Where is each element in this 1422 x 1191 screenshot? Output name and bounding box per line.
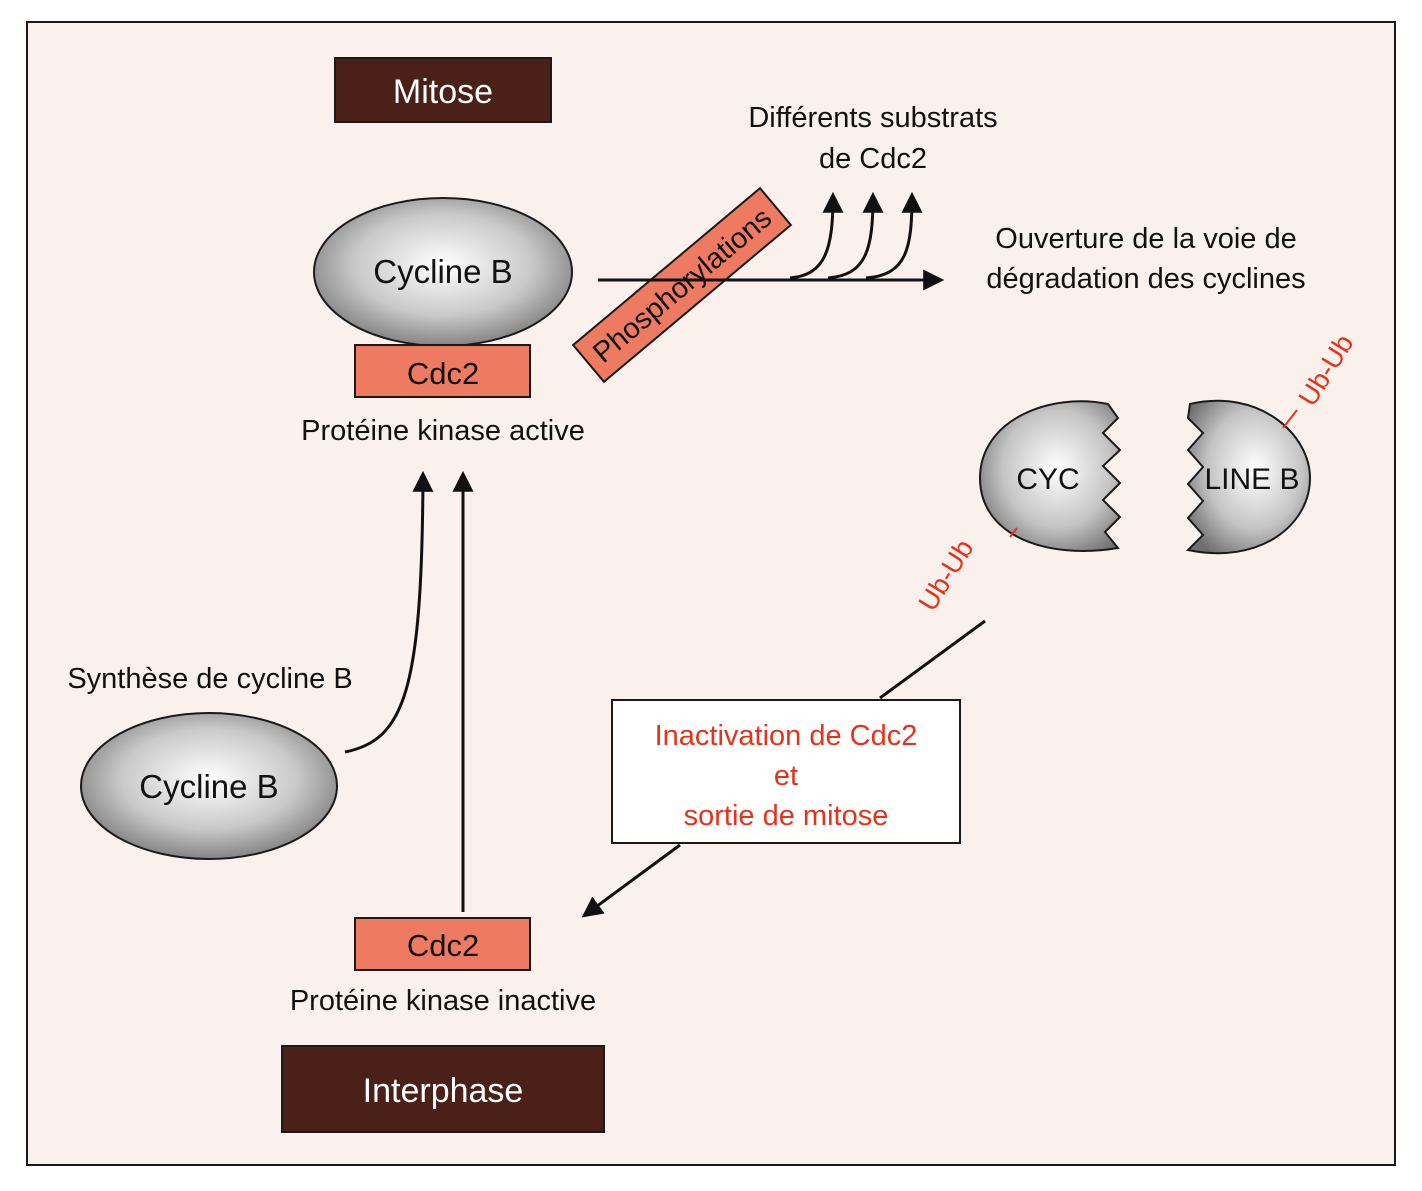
synthesis-label: Synthèse de cycline B: [67, 663, 352, 695]
mitosis-label: Mitose: [393, 73, 493, 111]
cdc2-box-active: [354, 344, 531, 398]
cdc2-label-active: Cdc2: [407, 356, 479, 391]
cyclin-b-label-new: Cycline B: [139, 768, 278, 805]
substrate-arrow-3: [865, 191, 923, 280]
inactivation-arrow: [581, 843, 681, 918]
mitosis-phase-box: Mitose: [334, 57, 552, 123]
inactive-kinase-caption: Protéine kinase inactive: [290, 985, 596, 1017]
ubiquitin-link-bottom: [1009, 527, 1018, 538]
interphase-label: Interphase: [363, 1072, 524, 1110]
active-complex: Cycline B Cdc2 Protéine kinase active: [301, 197, 585, 447]
interphase-phase-box: Interphase: [281, 1045, 605, 1133]
inactivation-line-1: Inactivation de Cdc2: [655, 720, 918, 752]
active-kinase-caption: Protéine kinase active: [301, 415, 585, 447]
synthesis-arrow: [344, 470, 434, 754]
inactivation-line-3: sortie de mitose: [684, 800, 889, 832]
degradation-to-inactivation-line: [879, 619, 986, 700]
cdc2-box-inactive: [354, 917, 531, 971]
ubiquitin-link-top: [1282, 409, 1298, 429]
substrates-line-2: de Cdc2: [819, 143, 927, 175]
substrate-arrow-2: [827, 191, 884, 280]
cdc2-label-inactive: Cdc2: [407, 928, 479, 963]
cyclin-b-ellipse-new: [80, 712, 338, 860]
cyclin-fragment-right-label: LINE B: [1204, 463, 1299, 496]
degradation-line-1: Ouverture de la voie de: [995, 223, 1296, 255]
cyclin-b-label-active: Cycline B: [373, 253, 512, 290]
inactivation-line-2: et: [774, 760, 798, 792]
substrates-line-1: Différents substrats: [748, 102, 997, 134]
degradation-line-2: dégradation des cyclines: [986, 263, 1305, 295]
inactive-complex: Cdc2 Protéine kinase inactive: [290, 917, 596, 1017]
cyclin-fragment-left-label: CYC: [1016, 463, 1079, 496]
cyclin-fragment-left: [978, 400, 1122, 552]
cyclin-fragment-right: [1185, 399, 1312, 555]
inactivation-box: Inactivation de Cdc2 et sortie de mitose: [611, 699, 961, 844]
substrate-arrow-1: [789, 191, 844, 280]
diagram-frame: [26, 21, 1396, 1166]
